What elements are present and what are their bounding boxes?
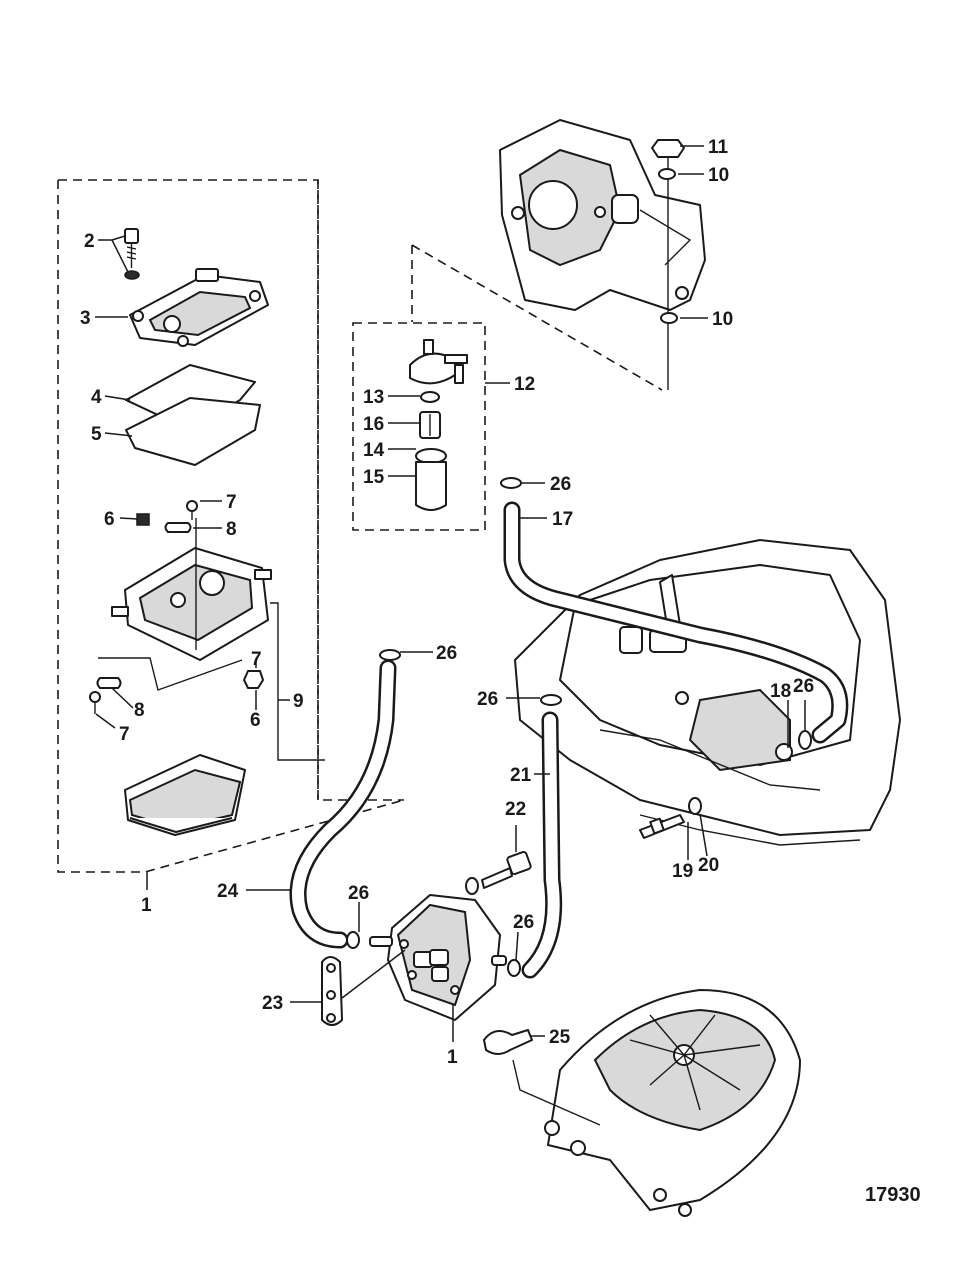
washer-part-20	[688, 797, 702, 815]
pump-mounting-base	[544, 989, 801, 1217]
check-valve-part-8-top	[164, 522, 192, 533]
fitting-part-19	[639, 814, 685, 839]
callout-9: 9	[293, 691, 304, 712]
callout-20: 20	[698, 855, 719, 876]
mounting-bracket	[499, 119, 706, 311]
callout-7-bottom: 7	[119, 724, 130, 745]
hose-clamp-part-26-filter	[500, 477, 522, 489]
fuel-pump-assembly-part-1	[369, 894, 507, 1021]
gasket-part-5	[125, 397, 261, 466]
hose-clamp-part-26-upper	[379, 649, 401, 661]
fuel-pump-kit-group	[57, 179, 405, 873]
callout-26-filter: 26	[550, 474, 571, 495]
callout-26-pump-right: 26	[513, 912, 534, 933]
washer-part-10-top	[658, 168, 676, 180]
callout-7-right: 7	[251, 649, 262, 670]
callout-26-upper: 26	[436, 643, 457, 664]
filter-bowl-part-15	[415, 461, 447, 511]
pump-body	[111, 518, 272, 661]
callout-15: 15	[363, 467, 385, 488]
callout-21: 21	[510, 765, 532, 786]
callout-10-bottom: 10	[712, 309, 733, 330]
nut-part-11	[651, 139, 685, 158]
hose-clamp-part-26-right	[798, 730, 812, 750]
callout-11: 11	[708, 137, 729, 158]
screw-part-7-top	[186, 500, 198, 520]
screw-part-2	[124, 228, 140, 280]
callout-26-right: 26	[793, 676, 814, 697]
callout-3: 3	[80, 308, 91, 329]
pump-cover-part-3	[129, 268, 269, 347]
strap-part-23	[321, 956, 343, 1026]
figure-reference-number: 17930	[865, 1184, 921, 1206]
callout-8-bottom: 8	[134, 700, 145, 721]
callout-19: 19	[672, 861, 693, 882]
o-ring-part-13	[420, 391, 440, 403]
washer-part-10-bottom	[660, 312, 678, 324]
callout-1-pump: 1	[447, 1047, 458, 1068]
callout-18: 18	[770, 681, 791, 702]
callout-7-top: 7	[226, 492, 237, 513]
bolt-part-22	[465, 850, 532, 895]
callout-24: 24	[217, 881, 239, 902]
clip-part-25	[483, 1029, 533, 1055]
hose-clamp-part-26-mid	[540, 694, 562, 706]
hose-part-17	[503, 501, 849, 744]
fuel-filter-group	[352, 322, 510, 531]
seal-part-14	[415, 448, 447, 464]
hose-clamp-part-26-pump-left	[346, 931, 360, 949]
nut-part-6-bottom	[243, 670, 264, 689]
check-valve-part-8-bottom	[96, 677, 122, 689]
hose-clamp-part-26-pump-right	[507, 959, 521, 977]
callout-14: 14	[363, 440, 385, 461]
callout-16: 16	[363, 414, 384, 435]
callout-26-pump-left: 26	[348, 883, 369, 904]
callout-26-mid: 26	[477, 689, 498, 710]
callout-4: 4	[91, 387, 102, 408]
screw-part-7-bottom	[89, 691, 101, 714]
callout-2: 2	[84, 231, 95, 252]
callout-1-group: 1	[141, 895, 152, 916]
callout-6-top: 6	[104, 509, 115, 530]
callout-6-bottom: 6	[250, 710, 261, 731]
callout-25: 25	[549, 1027, 571, 1048]
callout-22: 22	[505, 799, 526, 820]
nut-part-6-top	[136, 513, 150, 526]
callout-12: 12	[514, 374, 535, 395]
callout-17: 17	[552, 509, 573, 530]
callout-8-top: 8	[226, 519, 237, 540]
callout-10-top: 10	[708, 165, 729, 186]
hose-part-21	[521, 711, 563, 979]
callout-5: 5	[91, 424, 102, 445]
callout-13: 13	[363, 387, 384, 408]
pump-base-plate	[124, 754, 246, 836]
callout-23: 23	[262, 993, 283, 1014]
hose-part-24	[289, 659, 397, 949]
